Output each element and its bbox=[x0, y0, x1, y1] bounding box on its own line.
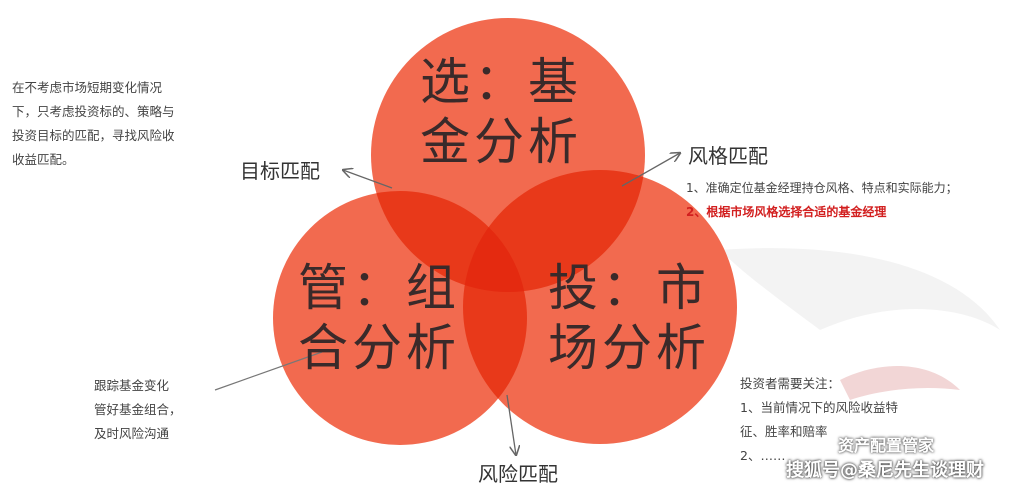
circle-left-label-line1: 管：组 bbox=[298, 259, 460, 317]
watermark-brand: 资产配置管家 bbox=[838, 436, 935, 455]
risk-note-line: 征、胜率和赔率 bbox=[740, 424, 828, 439]
risk-note-line: 投资者需要关注： bbox=[740, 376, 841, 391]
circle-right-label-line2: 场分析 bbox=[548, 319, 710, 377]
manage-note-line: 及时风险沟通 bbox=[94, 426, 170, 441]
risk-note: 投资者需要关注： 1、当前情况下的风险收益特 征、胜率和赔率 2、…… bbox=[740, 372, 898, 468]
target-match-label: 目标匹配 bbox=[240, 159, 320, 183]
style-note-line: 1、准确定位基金经理持仓风格、特点和实际能力； bbox=[686, 181, 958, 195]
overlap-top-right bbox=[463, 170, 645, 292]
style-note: 1、准确定位基金经理持仓风格、特点和实际能力； 2、根据市场风格选择合适的基金经… bbox=[686, 176, 958, 224]
risk-note-line: 1、当前情况下的风险收益特 bbox=[740, 400, 898, 415]
circle-right-label-line1: 投：市 bbox=[548, 259, 710, 317]
manage-note-line: 管好基金组合， bbox=[94, 402, 182, 417]
style-note-line-highlight: 2、根据市场风格选择合适的基金经理 bbox=[686, 205, 887, 219]
circle-top-label-line1: 选：基 bbox=[420, 53, 582, 111]
target-note: 在不考虑市场短期变化情况 下，只考虑投资标的、策略与 投资目标的匹配，寻找风险收… bbox=[12, 76, 175, 172]
risk-match-label: 风险匹配 bbox=[478, 462, 558, 486]
circle-right-label: 投：市 场分析 bbox=[548, 258, 710, 378]
style-match-label: 风格匹配 bbox=[688, 144, 768, 168]
circle-top-label-line2: 金分析 bbox=[420, 113, 582, 171]
circle-left-label: 管：组 合分析 bbox=[298, 258, 460, 378]
arrow-target-match bbox=[343, 170, 393, 189]
target-note-line: 下，只考虑投资标的、策略与 bbox=[12, 104, 175, 119]
arrow-style-match bbox=[621, 153, 680, 187]
watermark-source: 搜狐号@桑尼先生谈理财 bbox=[786, 460, 984, 481]
arrow-risk-match bbox=[506, 394, 516, 455]
target-note-line: 投资目标的匹配，寻找风险收 bbox=[12, 128, 175, 143]
decorative-swoosh bbox=[720, 248, 1000, 330]
circle-left-label-line2: 合分析 bbox=[298, 319, 460, 377]
circle-top-label: 选：基 金分析 bbox=[420, 52, 582, 172]
decorative-swoosh-accent bbox=[840, 366, 960, 400]
target-note-line: 收益匹配。 bbox=[12, 152, 75, 167]
manage-note-line: 跟踪基金变化 bbox=[94, 378, 170, 393]
risk-note-line: 2、…… bbox=[740, 448, 786, 463]
overlap-top-left bbox=[371, 191, 527, 292]
pointer-manage-note bbox=[214, 351, 323, 391]
manage-note: 跟踪基金变化 管好基金组合， 及时风险沟通 bbox=[94, 374, 182, 446]
target-note-line: 在不考虑市场短期变化情况 bbox=[12, 80, 163, 95]
